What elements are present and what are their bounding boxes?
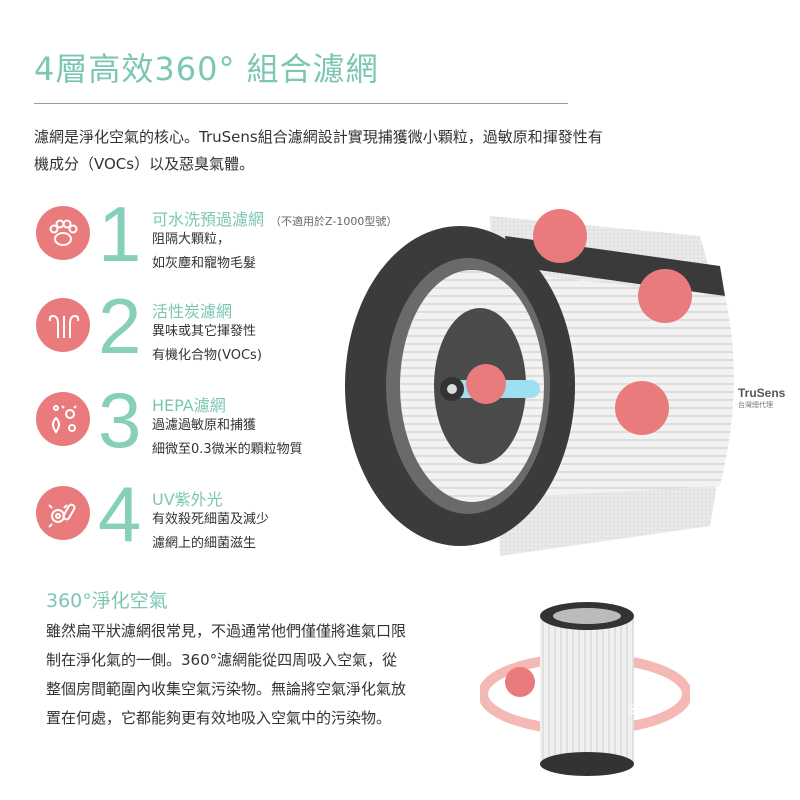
layer-1: 1 可水洗預過濾網（不適用於Z-1000型號） 阻隔大顆粒，如灰塵和寵物毛髮 (0, 192, 420, 296)
layer-desc: 有效殺死細菌及減少濾網上的細菌滋生 (152, 512, 270, 551)
badge-360: 360° (628, 701, 657, 717)
layer-name: UV紫外光 (152, 490, 223, 509)
brand-logo: TruSens 台灣總代理 (738, 386, 786, 409)
layer-number: 4 (98, 470, 142, 558)
section-360-body: 雖然扁平狀濾網很常見，不過通常他們僅僅將進氣口限制在淨化氣的一側。360°濾網能… (46, 622, 407, 727)
layer-name: 可水洗預過濾網（不適用於Z-1000型號） (152, 210, 398, 229)
page-title: 4層高效360° 組合濾網 (34, 50, 379, 88)
layer-number: 1 (98, 190, 142, 278)
layer-name: HEPA濾網 (152, 396, 226, 415)
layer-note: （不適用於Z-1000型號） (270, 215, 398, 228)
layer-desc: 異味或其它揮發性有機化合物(VOCs) (152, 324, 262, 363)
title-divider (34, 103, 568, 104)
bacteria-icon (36, 486, 90, 540)
paw-icon (36, 206, 90, 260)
layer-number: 3 (98, 376, 142, 464)
layer-2: 2 活性炭濾網 異味或其它揮發性有機化合物(VOCs) (0, 284, 420, 388)
layer-desc: 過濾過敏原和捕獲細微至0.3微米的顆粒物質 (152, 418, 303, 457)
layer-4: 4 UV紫外光 有效殺死細菌及減少濾網上的細菌滋生 (0, 472, 420, 576)
layer-3: 3 HEPA濾網 過濾過敏原和捕獲細微至0.3微米的顆粒物質 (0, 378, 420, 482)
allergen-icon (36, 392, 90, 446)
intro-text: 濾網是淨化空氣的核心。TruSens組合濾網設計實現捕獲微小顆粒，過敏原和揮發性… (34, 128, 603, 173)
layer-name: 活性炭濾網 (152, 302, 233, 321)
filter-cutaway-illustration (340, 196, 760, 576)
section-360-title: 360°淨化空氣 (46, 590, 168, 612)
odor-icon (36, 298, 90, 352)
layer-desc: 阻隔大顆粒，如灰塵和寵物毛髮 (152, 232, 257, 271)
layer-number: 2 (98, 282, 142, 370)
filter-360-illustration: 360° (478, 596, 692, 776)
